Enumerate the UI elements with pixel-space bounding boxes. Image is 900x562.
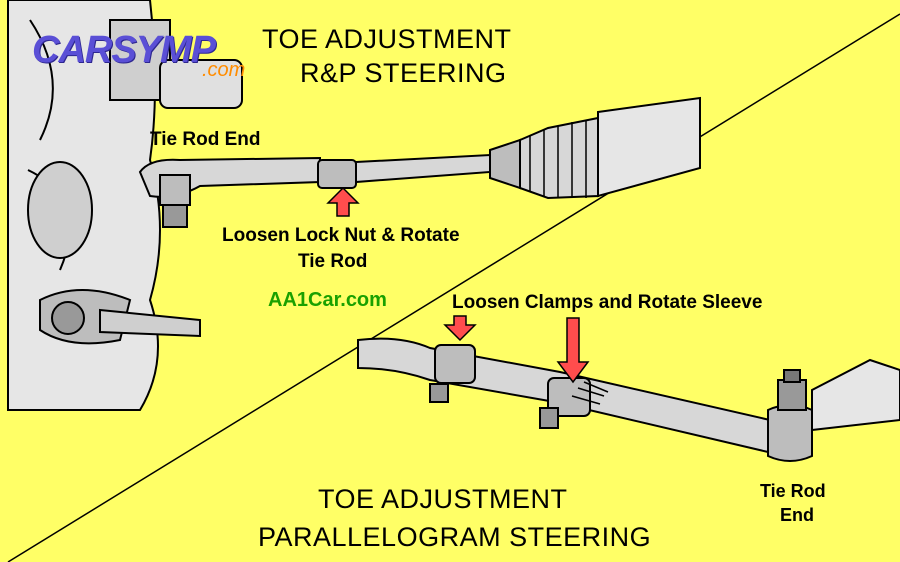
pg-tie-rod-end-label-line1: Tie Rod: [760, 481, 826, 501]
rp-lock-nut-label-line1: Loosen Lock Nut & Rotate: [222, 225, 460, 246]
watermark-text: AA1Car.com: [268, 289, 387, 311]
pg-clamp-arrow-right: [556, 317, 590, 384]
section-divider-line: [7, 13, 900, 562]
rp-title-line2: R&P STEERING: [300, 58, 507, 88]
rp-tie-rod-assembly: [138, 96, 701, 228]
pg-tie-rod-end-label-line2: End: [780, 505, 814, 525]
pg-linkage-assembly: [357, 337, 900, 462]
logo-domain: .com: [202, 59, 246, 81]
rp-lock-nut-label-line2: Tie Rod: [298, 251, 368, 272]
pg-clamps-label: Loosen Clamps and Rotate Sleeve: [452, 292, 763, 313]
pg-title-line2: PARALLELOGRAM STEERING: [258, 522, 652, 552]
logo-text: CARSYMP: [32, 29, 216, 71]
pg-title-line1: TOE ADJUSTMENT: [318, 484, 568, 514]
rp-lock-nut-arrow: [326, 186, 360, 217]
rp-tie-rod-end-label: Tie Rod End: [150, 129, 261, 150]
rp-wheel-knuckle: [7, 0, 243, 411]
rp-title-line1: TOE ADJUSTMENT: [262, 24, 512, 54]
pg-clamp-arrow-left: [443, 315, 477, 342]
